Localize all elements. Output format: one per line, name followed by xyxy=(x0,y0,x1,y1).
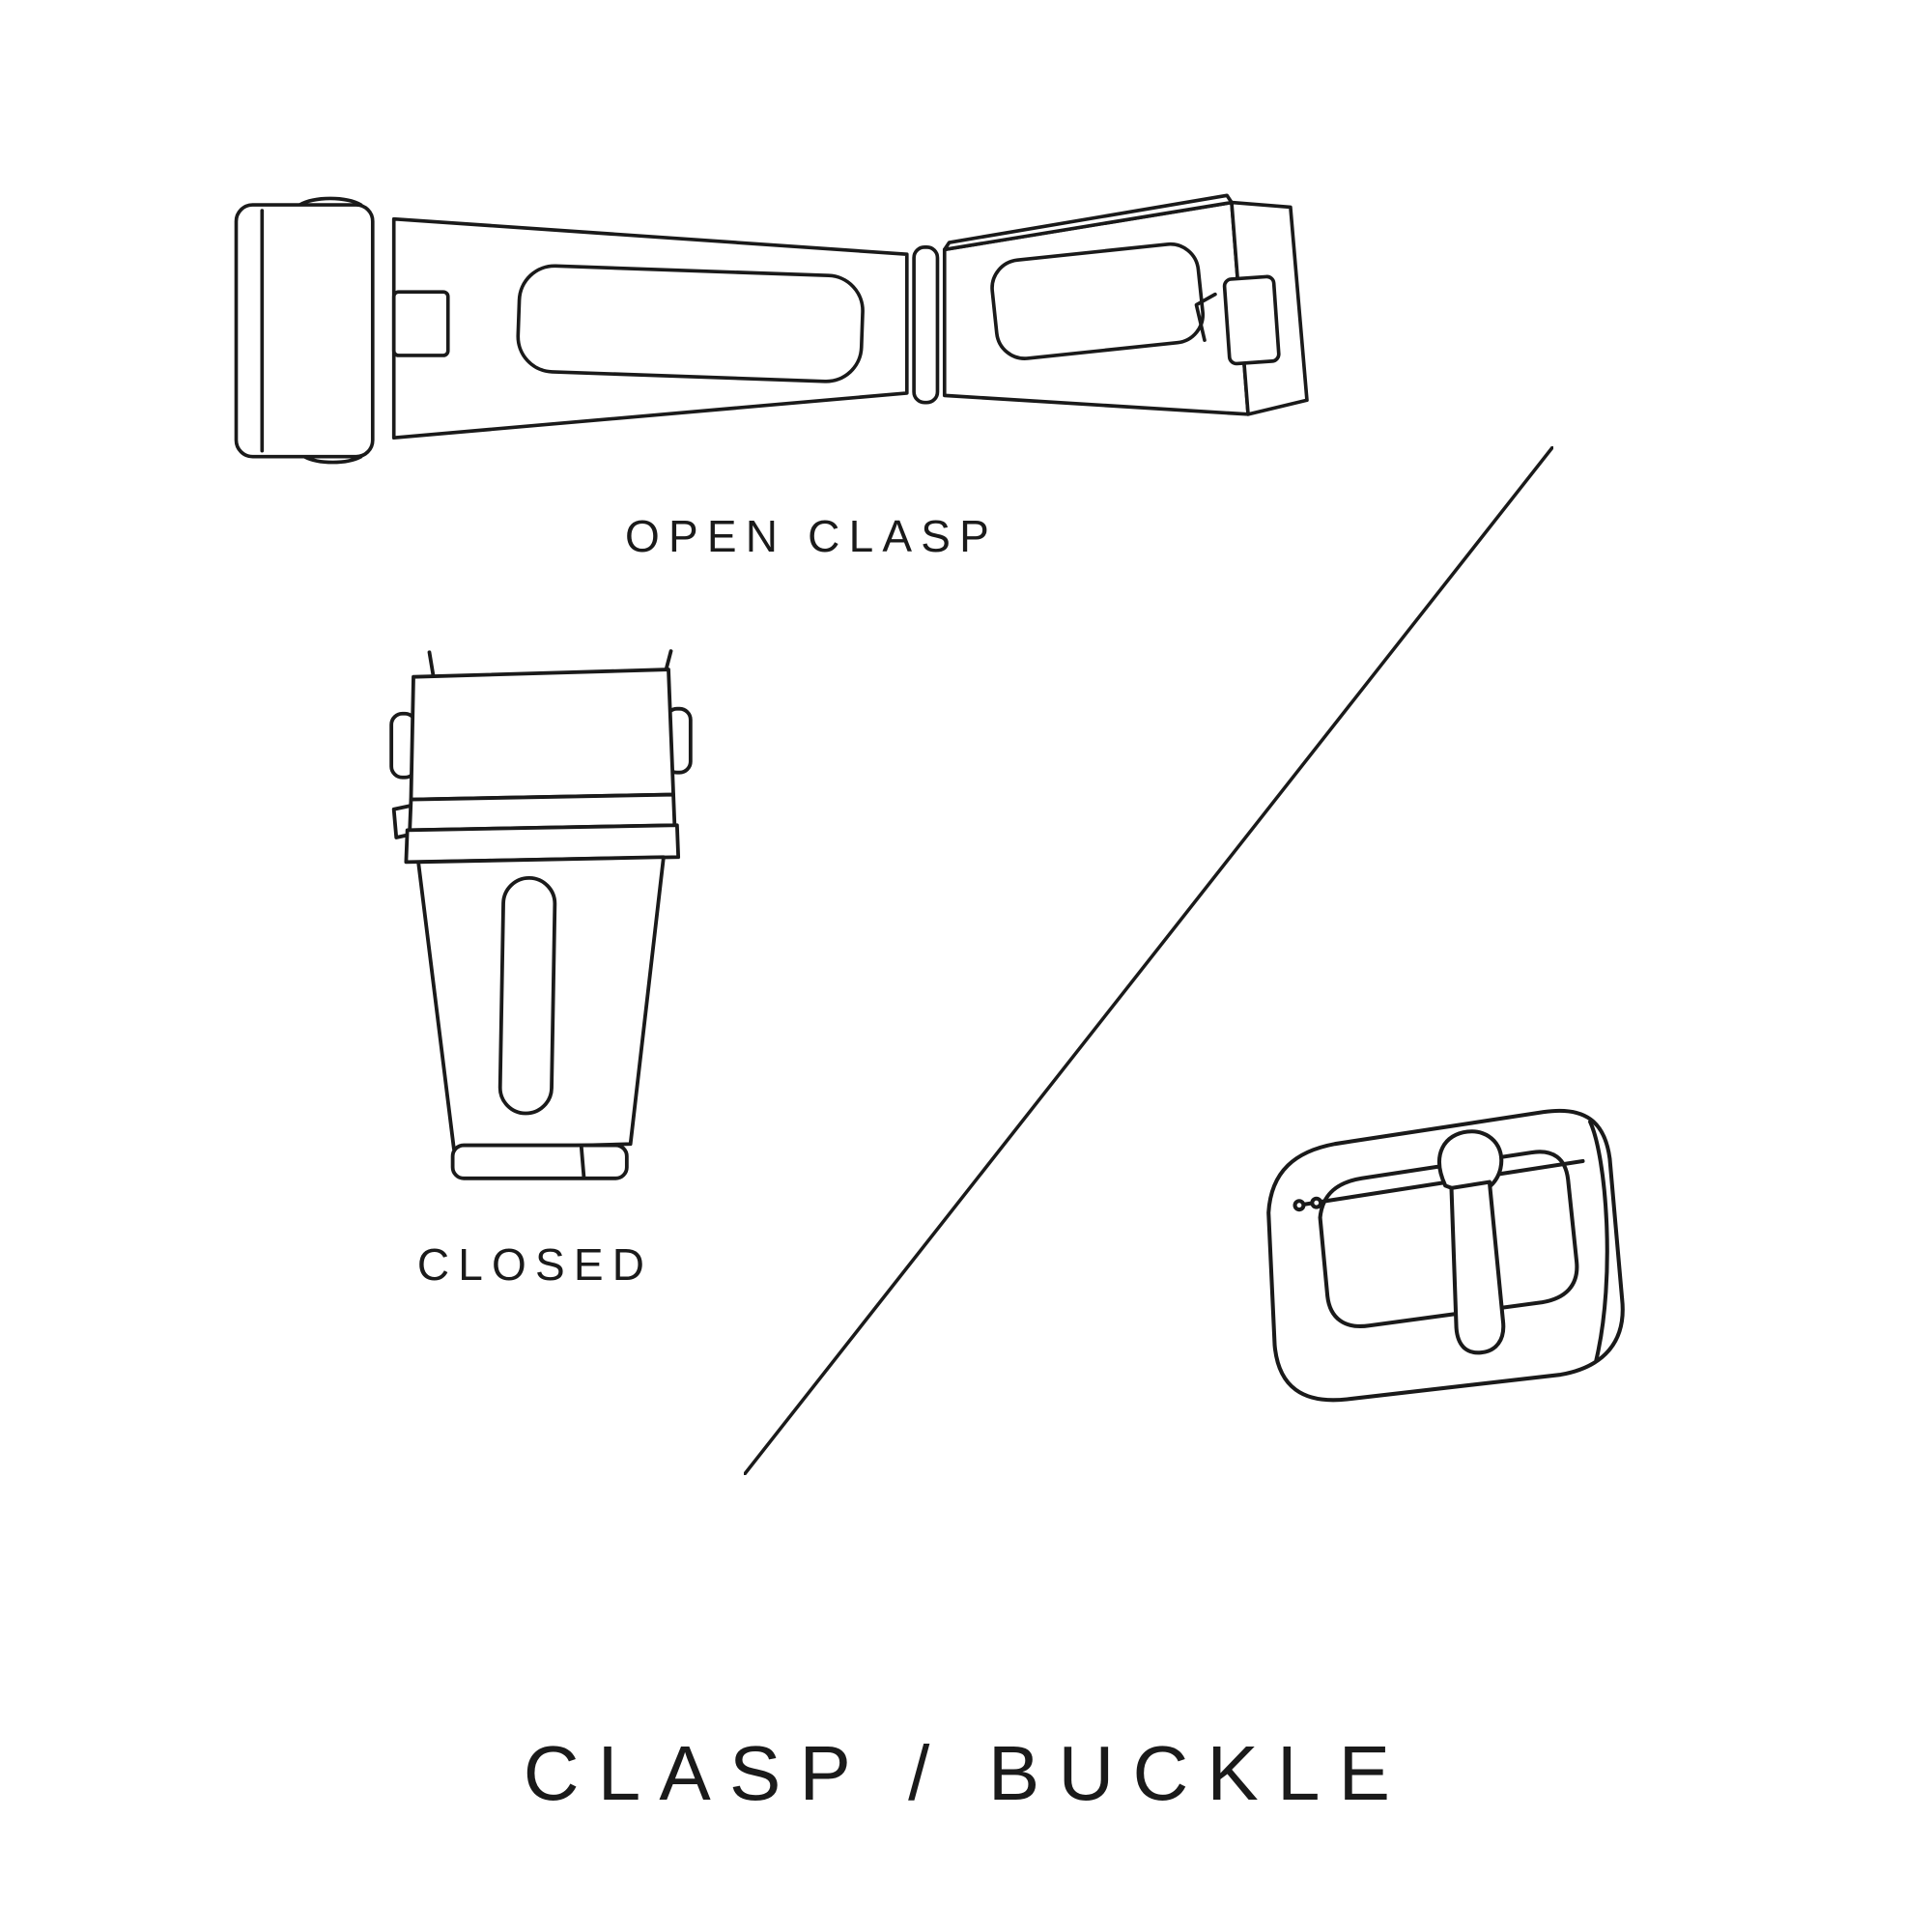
open-clasp-illustration xyxy=(217,179,1323,473)
diagram-title: CLASP / BUCKLE xyxy=(523,1730,1409,1816)
divider-line xyxy=(744,446,1553,1475)
closed-clasp-label: CLOSED xyxy=(416,1239,654,1290)
tang-buckle-illustration xyxy=(1227,1080,1644,1424)
closed-clasp-illustration xyxy=(382,649,700,1190)
open-clasp-label: OPEN CLASP xyxy=(625,511,998,561)
